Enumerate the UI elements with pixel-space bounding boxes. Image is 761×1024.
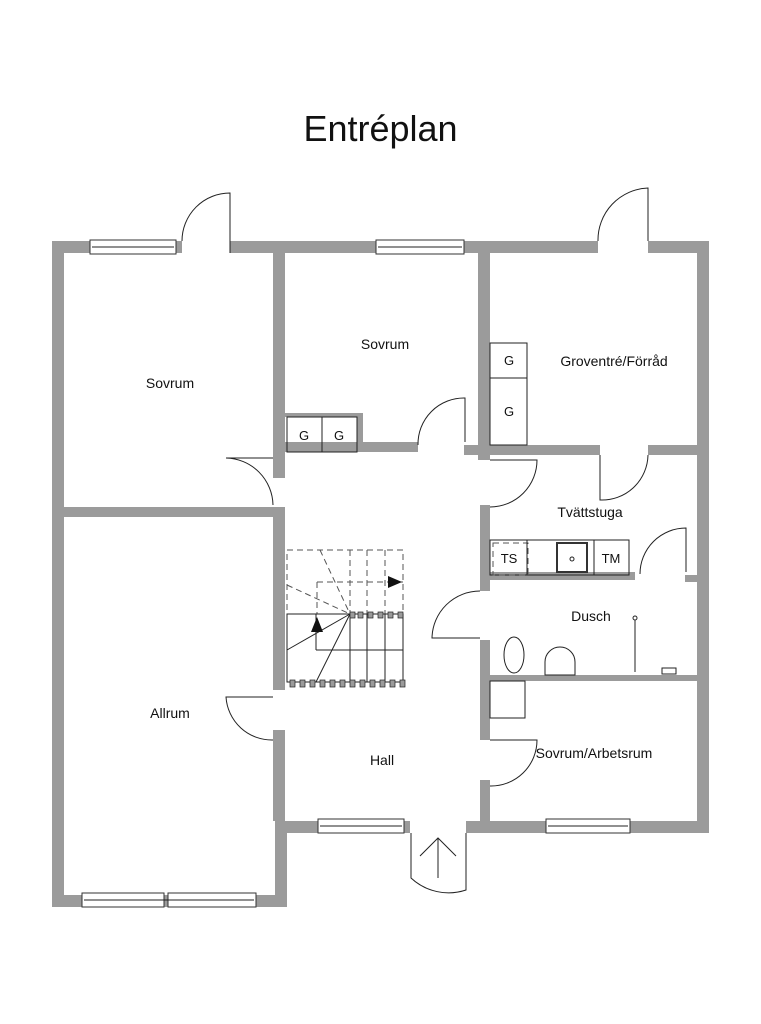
plan-shape: [299, 679, 306, 688]
toilet-icon: [503, 636, 525, 674]
plan-shape: [349, 611, 356, 619]
plan-shape: [359, 679, 366, 688]
plan-shape: [311, 617, 323, 632]
plan-shape: [369, 679, 376, 688]
plan-shape: [489, 377, 528, 446]
plan-shape: [321, 416, 358, 453]
plan-shape: [492, 542, 529, 576]
plan-shape: [349, 679, 356, 688]
plan-shape: [225, 696, 274, 741]
plan-shape: [490, 572, 635, 580]
plan-shape: [399, 679, 406, 688]
plan-shape: [397, 611, 404, 619]
plan-shape: [489, 680, 526, 719]
plan-shape: [275, 821, 287, 907]
plan-shape: [273, 507, 285, 690]
plan-shape: [329, 679, 336, 688]
windows: [81, 239, 631, 908]
plan-shape: [431, 590, 481, 639]
plan-shape: [478, 253, 490, 460]
washer-label: TM: [602, 551, 621, 566]
plan-shape: [286, 584, 351, 615]
plan-shape: [64, 507, 273, 517]
closet-label: G: [299, 428, 309, 443]
room-label-allrum: Allrum: [150, 705, 190, 721]
plan-shape: [490, 675, 697, 681]
room-label-groventre: Groventré/Förråd: [560, 353, 667, 369]
plan-shape: [273, 253, 285, 478]
plan-shape: [289, 679, 296, 688]
plan-shape: [648, 241, 709, 253]
plan-shape: [417, 397, 466, 446]
closet-label: G: [334, 428, 344, 443]
plan-shape: [544, 646, 576, 676]
plan-shape: [632, 615, 638, 621]
plan-shape: [339, 679, 346, 688]
plan-shape: [285, 442, 418, 452]
plan-shape: [52, 241, 64, 907]
plan-shape: [309, 679, 316, 688]
plan-shape: [319, 549, 351, 615]
plan-shape: [289, 611, 406, 688]
plan-shape: [597, 187, 649, 242]
plan-shape: [387, 611, 394, 619]
plan-shape: [273, 730, 285, 821]
plan-shape: [697, 241, 709, 833]
plan-shape: [503, 636, 525, 674]
plan-shape: [648, 445, 709, 455]
plan-shape: [285, 413, 363, 417]
closet-label: G: [504, 404, 514, 419]
plan-shape: [357, 611, 364, 619]
entrance-arrow-icon: [419, 837, 457, 878]
plan-shape: [480, 780, 490, 821]
plan-shape: [319, 679, 326, 688]
room-label-sovrum-arbetsrum: Sovrum/Arbetsrum: [536, 745, 653, 761]
doors: [181, 187, 687, 894]
plan-shape: [480, 505, 490, 591]
plan-shape: [556, 542, 588, 573]
plan-shape: [489, 739, 538, 787]
plan-shape: [379, 679, 386, 688]
room-label-tvattstuga: Tvättstuga: [557, 504, 623, 520]
plan-shape: [569, 556, 575, 562]
plan-shape: [388, 576, 402, 588]
closet-label: G: [504, 353, 514, 368]
room-label-sovrum: Sovrum: [361, 336, 409, 352]
room-labels: Sovrum Sovrum Groventré/Förråd Tvättstug…: [146, 336, 668, 768]
plan-shape: [389, 679, 396, 688]
dryer-label: TS: [501, 551, 518, 566]
plan-shape: [489, 539, 630, 576]
plan-shape: [464, 445, 600, 455]
plan-shape: [367, 611, 374, 619]
plan-shape: [480, 640, 490, 740]
plan-shape: [419, 837, 457, 857]
plan-shape: [489, 459, 538, 508]
sink-icon: [544, 646, 576, 676]
shower-icon: [632, 615, 638, 672]
faucet-icon: [661, 667, 677, 675]
plan-shape: [599, 454, 649, 501]
floor-title: Entréplan: [303, 108, 458, 149]
plan-shape: [377, 611, 384, 619]
plan-shape: [661, 667, 677, 675]
plan-shape: [181, 192, 231, 253]
room-label-sovrum: Sovrum: [146, 375, 194, 391]
plan-shape: [639, 527, 687, 575]
plan-shape: [357, 413, 363, 452]
room-label-hall: Hall: [370, 752, 394, 768]
stairs: [286, 549, 406, 688]
plan-shape: [315, 613, 351, 683]
fixtures: G G G G TS TM: [286, 342, 677, 719]
plan-shape: [410, 833, 467, 894]
plan-shape: [685, 575, 697, 582]
plan-shape: [225, 457, 274, 506]
plan-shape: [286, 549, 404, 615]
room-label-dusch: Dusch: [571, 608, 611, 624]
